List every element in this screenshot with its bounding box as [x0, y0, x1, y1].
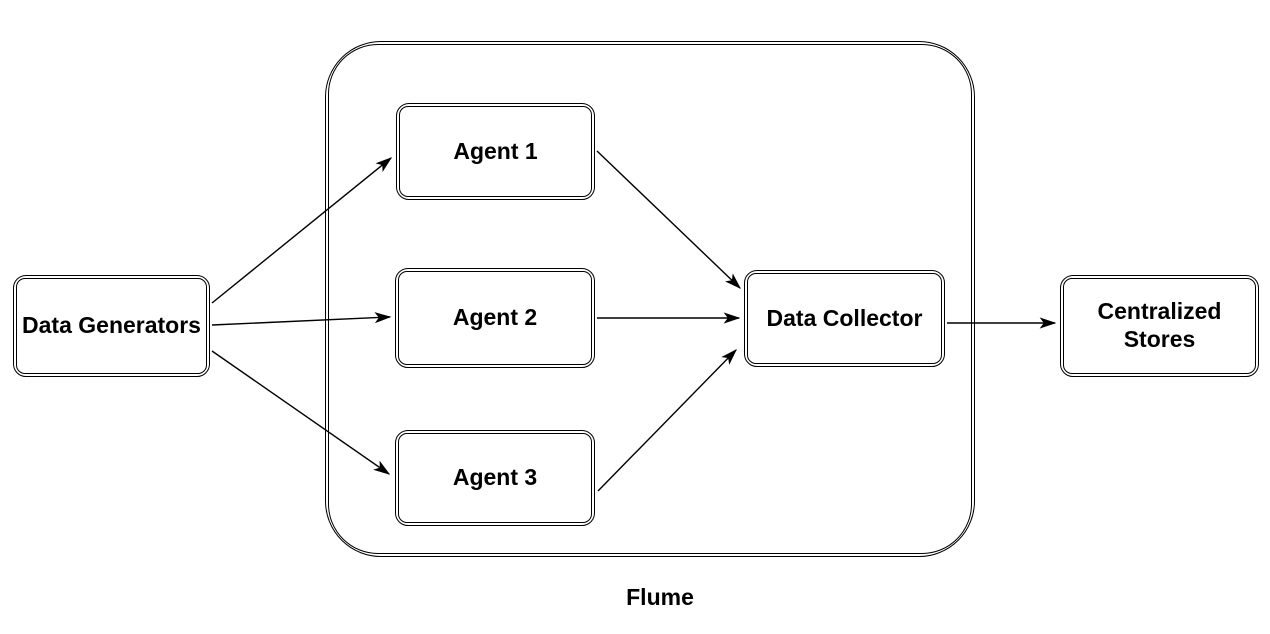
- node-data-generators: Data Generators: [13, 275, 210, 377]
- flume-group-label: Flume: [626, 584, 694, 610]
- node-agent-2: Agent 2: [395, 268, 595, 368]
- node-agent-1: Agent 1: [396, 103, 595, 200]
- node-agent-3-label: Agent 3: [452, 464, 538, 491]
- node-data-generators-label: Data Generators: [22, 312, 201, 339]
- node-agent-1-label: Agent 1: [453, 137, 538, 164]
- node-agent-2-label: Agent 2: [452, 304, 538, 331]
- node-centralized-stores-label: Centralized Stores: [1097, 298, 1222, 352]
- node-data-collector-label: Data Collector: [766, 304, 923, 331]
- node-data-collector: Data Collector: [744, 270, 945, 367]
- node-agent-3: Agent 3: [395, 430, 595, 526]
- node-centralized-stores: Centralized Stores: [1060, 275, 1259, 377]
